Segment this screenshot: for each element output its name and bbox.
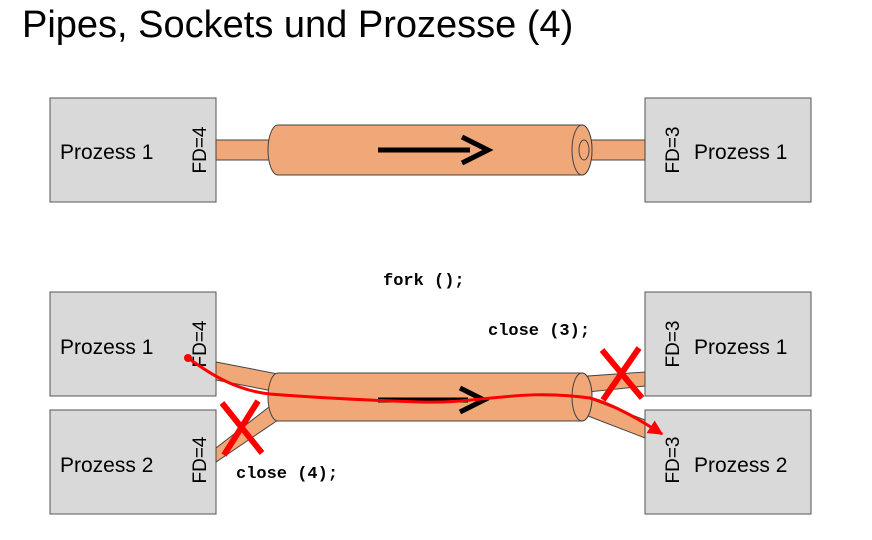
bottom-left-fd1-label: FD=4 (190, 320, 211, 367)
close3-call-label: close (3); (488, 322, 590, 341)
top-flow-arrow-head (460, 134, 494, 166)
bottom-diagram: fork (); close (3); close (4); Prozess 1… (49, 272, 812, 515)
close4-cross-mark (219, 399, 265, 457)
bottom-right-fd1-label: FD=3 (663, 321, 684, 368)
slide-title: Pipes, Sockets und Prozesse (4) (22, 4, 574, 46)
top-right-process-box (644, 97, 812, 203)
top-right-fd-label: FD=3 (663, 127, 684, 174)
data-flow-line (187, 356, 664, 436)
top-pipe-end-inner (578, 139, 590, 161)
top-left-fd-label: FD=4 (190, 126, 211, 173)
top-right-process-label: Prozess 1 (694, 141, 787, 164)
bottom-left-process2-label: Prozess 2 (60, 454, 153, 477)
bottom-left-process1-label: Prozess 1 (60, 336, 153, 359)
close4-call-label: close (4); (236, 465, 338, 484)
top-left-process-label: Prozess 1 (60, 141, 153, 164)
fork-call-label: fork (); (383, 272, 465, 291)
top-left-process-box (49, 97, 217, 203)
bottom-right-process1-box (644, 291, 812, 397)
bottom-right-process2-label: Prozess 2 (694, 454, 787, 477)
close3-cross-mark (599, 346, 645, 402)
data-flow-start-dot (184, 354, 192, 362)
bottom-right-process1-label: Prozess 1 (694, 336, 787, 359)
bottom-left-fd2-label: FD=4 (190, 436, 211, 483)
top-diagram: Prozess 1 FD=4 Prozess 1 FD=3 (49, 97, 812, 203)
bottom-left-process1-box (49, 291, 217, 397)
bottom-right-process2-box (644, 409, 812, 515)
bottom-right-fd2-label: FD=3 (663, 437, 684, 484)
bottom-left-process2-box (49, 409, 217, 515)
